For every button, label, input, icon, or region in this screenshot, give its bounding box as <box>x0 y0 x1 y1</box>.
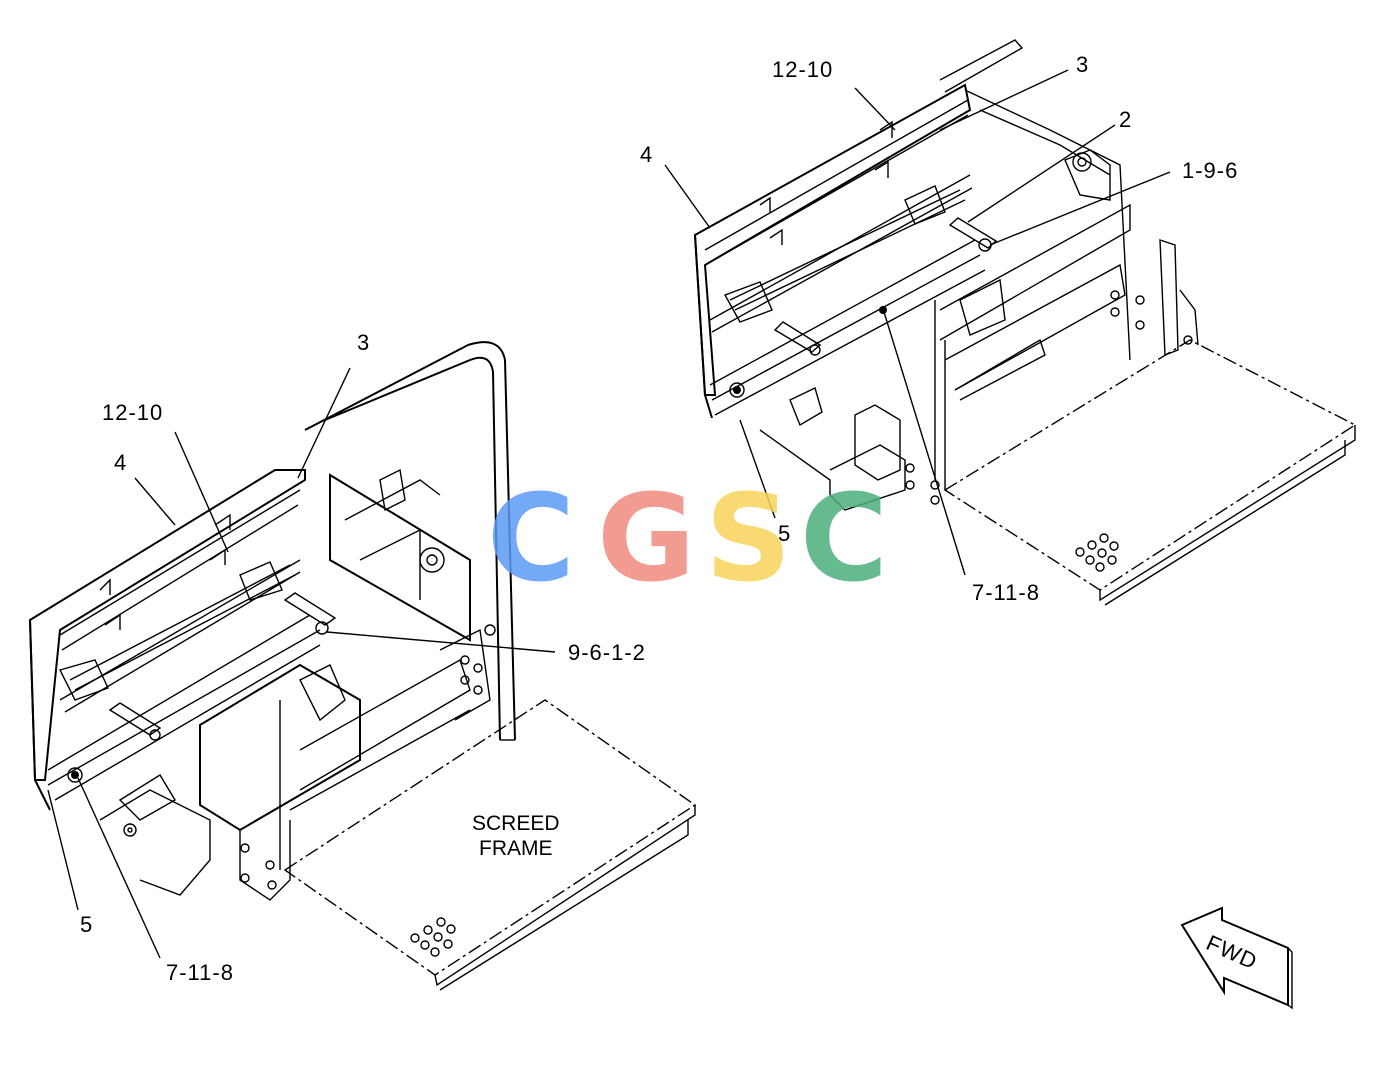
right-bolt-cluster <box>1075 533 1119 572</box>
left-screed-frame <box>283 699 697 991</box>
left-assembly: 3 12-10 4 9-6-1-2 5 7-11-8 SCREED FRAME <box>28 330 697 991</box>
left-label-9-6-1-2: 9-6-1-2 <box>568 640 646 665</box>
cgsc-watermark-logo: C G S C <box>487 470 888 609</box>
right-label-7-11-8: 7-11-8 <box>972 580 1040 605</box>
right-leaders <box>664 69 1171 576</box>
right-label-4: 4 <box>640 142 653 167</box>
left-label-3: 3 <box>357 330 370 355</box>
right-frame-platform <box>943 339 1357 606</box>
watermark-letter-g: G <box>597 470 696 609</box>
left-structure <box>99 468 496 901</box>
left-label-12-10: 12-10 <box>102 400 163 425</box>
fwd-arrow-icon: FWD <box>1180 906 1293 1010</box>
watermark-letter-c1: C <box>487 470 575 609</box>
left-label-4: 4 <box>114 450 127 475</box>
right-label-2: 2 <box>1119 107 1132 132</box>
right-structure <box>759 39 1199 511</box>
left-leaders <box>47 367 556 959</box>
watermark-letter-s: S <box>705 470 791 609</box>
right-label-3: 3 <box>1076 52 1089 77</box>
right-label-5: 5 <box>778 521 791 546</box>
left-screed-plate <box>28 469 337 811</box>
screed-frame-label-line2: FRAME <box>479 837 553 860</box>
right-label-12-10: 12-10 <box>772 57 833 82</box>
left-bolt-cluster <box>410 917 456 957</box>
right-screed-plate <box>693 83 998 419</box>
right-assembly: 12-10 3 4 2 1-9-6 5 7-11-8 <box>640 39 1357 606</box>
fwd-label: FWD <box>1203 930 1262 974</box>
screed-frame-label-line1: SCREED <box>472 812 560 835</box>
left-label-7-11-8: 7-11-8 <box>166 960 234 985</box>
watermark-letter-c2: C <box>800 470 888 609</box>
right-label-1-9-6: 1-9-6 <box>1182 158 1238 183</box>
left-label-5: 5 <box>80 912 93 937</box>
left-roll-bar <box>304 341 516 741</box>
